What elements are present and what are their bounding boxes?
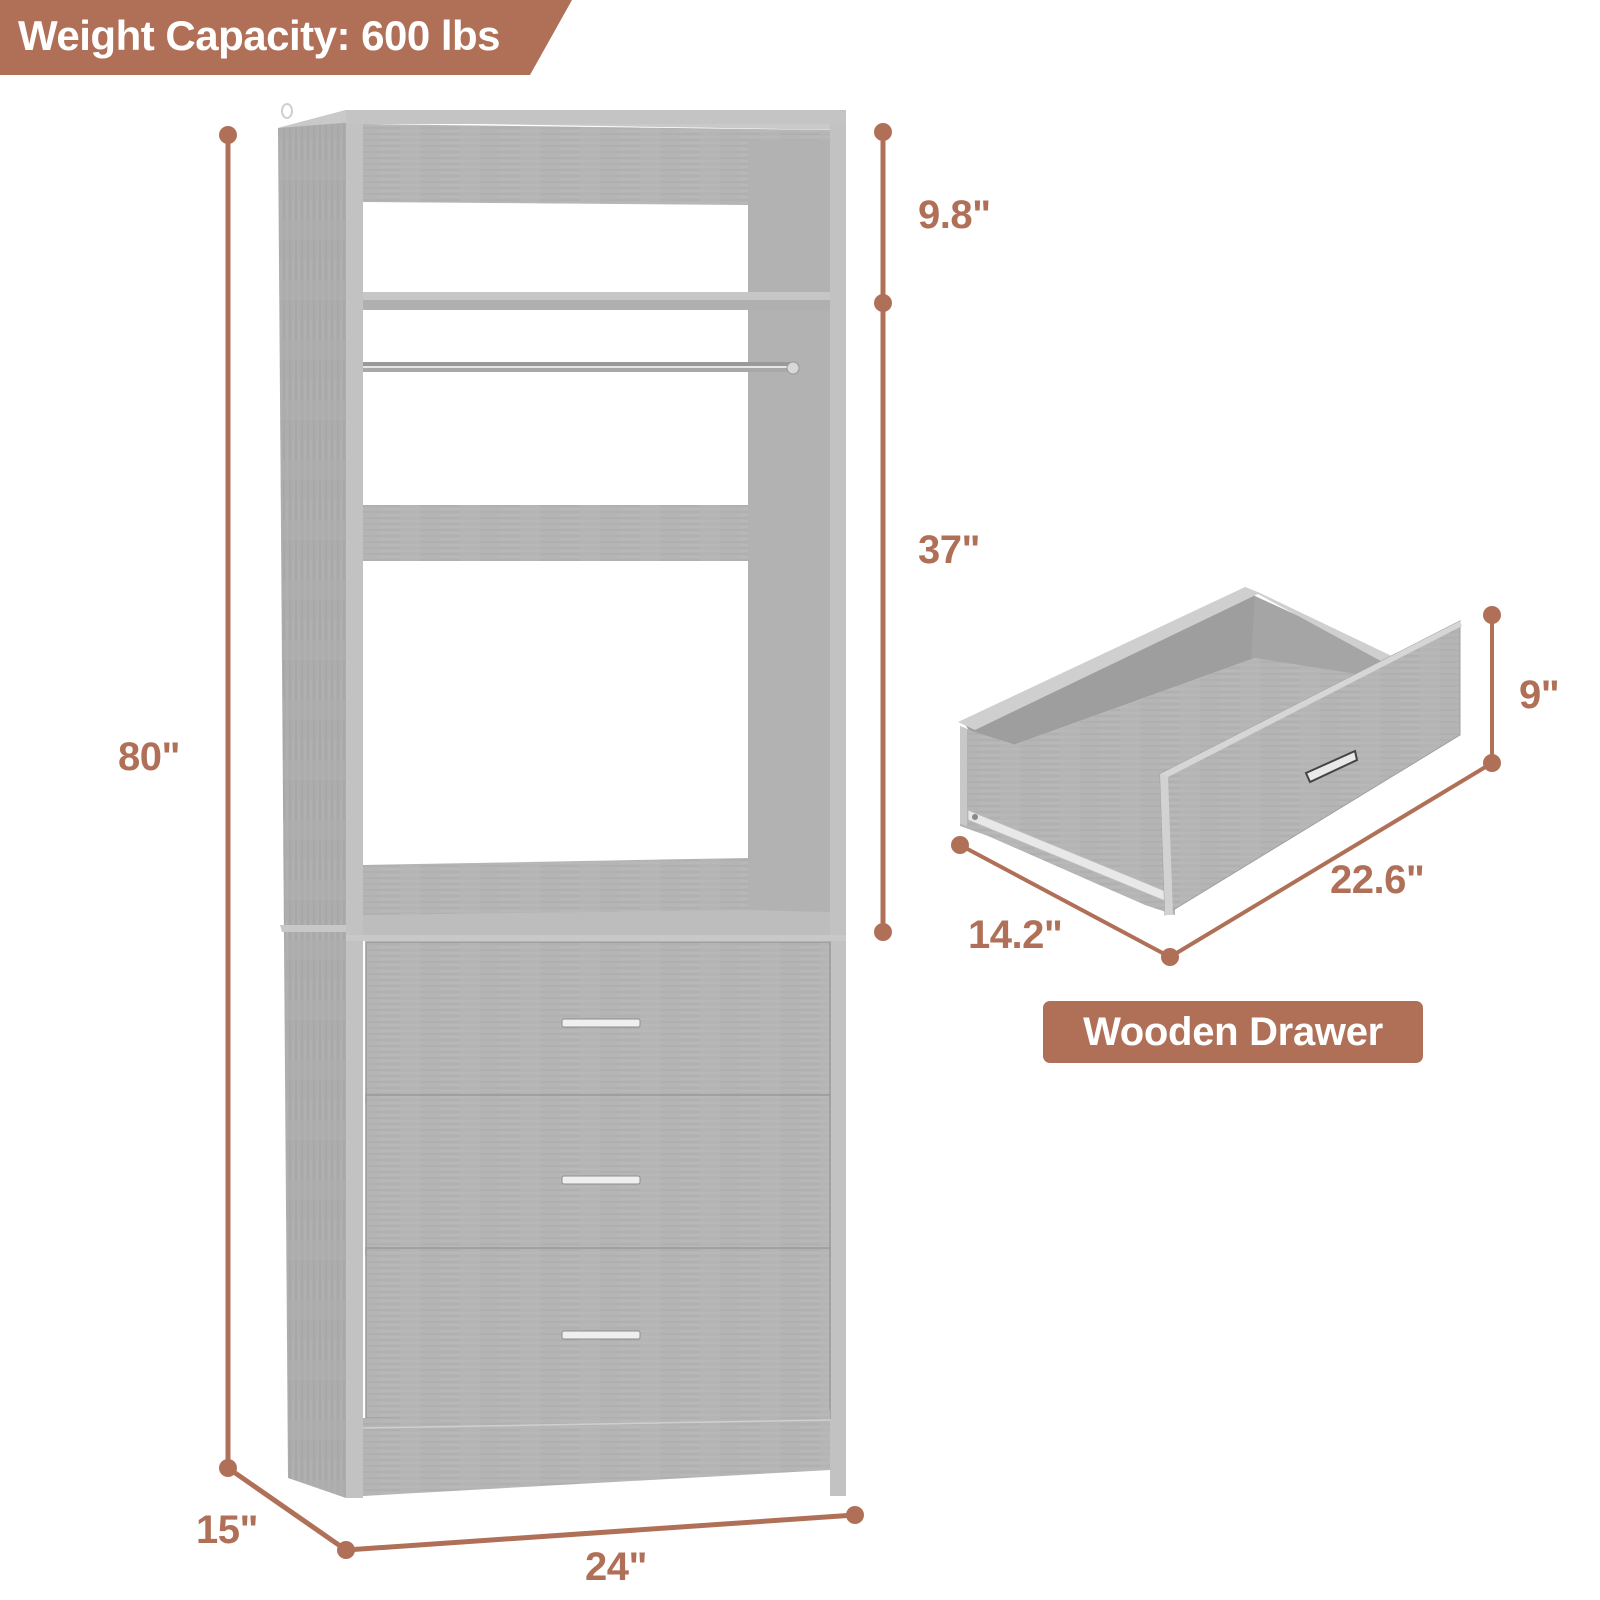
wardrobe-dimension-lines [219, 123, 892, 1559]
drawer-front [365, 941, 831, 1103]
wooden-drawer-badge: Wooden Drawer [1043, 1001, 1423, 1063]
plinth [363, 1410, 830, 1496]
drawer-width-label: 14.2" [968, 913, 1063, 957]
wardrobe [278, 103, 846, 1498]
drawer-height-label: 9" [1519, 673, 1560, 717]
depth-label: 15" [196, 1508, 258, 1552]
drawer-handle-icon [561, 1330, 641, 1340]
drawer-front [365, 1094, 831, 1256]
banner-shape [0, 0, 572, 75]
hanging-section-height-label: 37" [918, 528, 980, 572]
drawer-dimension-lines [951, 606, 1501, 966]
drawer-handle-icon [1304, 749, 1359, 784]
hanging-rod [363, 362, 793, 366]
side-panel [278, 110, 346, 1498]
drawer-stack [365, 941, 831, 1419]
drawer-length-label: 22.6" [1330, 858, 1425, 902]
wall-anchor-icon [281, 103, 293, 119]
drawer-handle-icon [561, 1018, 641, 1028]
weight-capacity-label: Weight Capacity: 600 lbs [18, 12, 501, 59]
drawer-illustration [958, 587, 1462, 916]
top-compartment-height-label: 9.8" [918, 193, 991, 237]
total-height-label: 80" [118, 735, 180, 779]
weight-capacity-banner: Weight Capacity: 600 lbs [0, 0, 600, 75]
drawer-handle-icon [561, 1175, 641, 1185]
width-label: 24" [585, 1545, 647, 1589]
